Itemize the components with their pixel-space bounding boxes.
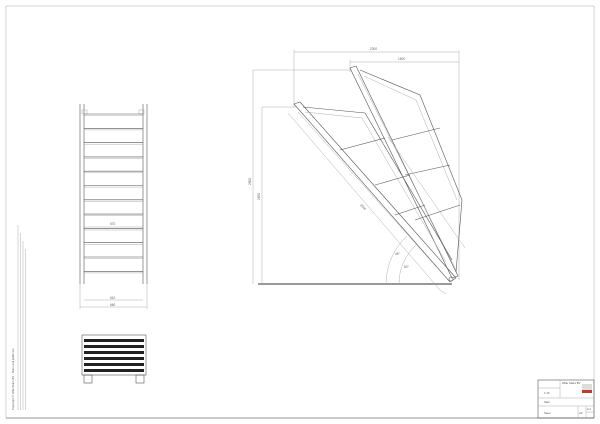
dim-top-partial: 1500 [398, 57, 405, 61]
dim-length: 2560 [359, 203, 367, 211]
angle-1: 45° [395, 252, 401, 256]
tread-section [84, 369, 144, 372]
sheet-size: A3 [579, 411, 583, 415]
tread-section [84, 357, 144, 360]
dim-height-total: 2800 [248, 178, 252, 185]
note-lines [17, 225, 26, 410]
dim-front-outer: 660 [110, 303, 116, 307]
tread-section [84, 345, 144, 348]
stair-lowered [293, 101, 457, 283]
title-block: Wille Stairs BV 1:10 Stair Steel A3 1/1 [537, 379, 595, 419]
company-logo [582, 384, 592, 393]
copyright-note: Copyright © Wille Stairs BV - Stairs and… [11, 348, 15, 410]
ladder-rungs [84, 113, 143, 274]
side-view: 2800 2650 2300 1500 2560 [248, 47, 466, 295]
angle-arc-outer [385, 235, 408, 285]
angle-2: 60° [404, 265, 410, 269]
tread-section [84, 363, 144, 366]
tread-section [84, 351, 144, 354]
material: Steel [544, 411, 551, 415]
drawing-border [5, 5, 595, 419]
railing-lowered [302, 106, 453, 261]
dim-front-mid: 610 [110, 296, 116, 300]
dim-height-partial: 2650 [257, 193, 261, 200]
scale: 1:10 [544, 391, 550, 395]
company-name: Wille Stairs BV [562, 381, 581, 385]
section-view [81, 334, 147, 384]
stair-raised [349, 65, 459, 279]
sheet-number: 1/1 [587, 407, 591, 411]
part-name: Stair [544, 400, 550, 404]
railing-raised [359, 69, 463, 273]
tread-section [84, 339, 144, 342]
dim-front-inner: 570 [110, 222, 116, 226]
front-view: 570 610 660 [79, 104, 148, 309]
dim-top-total: 2300 [370, 47, 377, 51]
